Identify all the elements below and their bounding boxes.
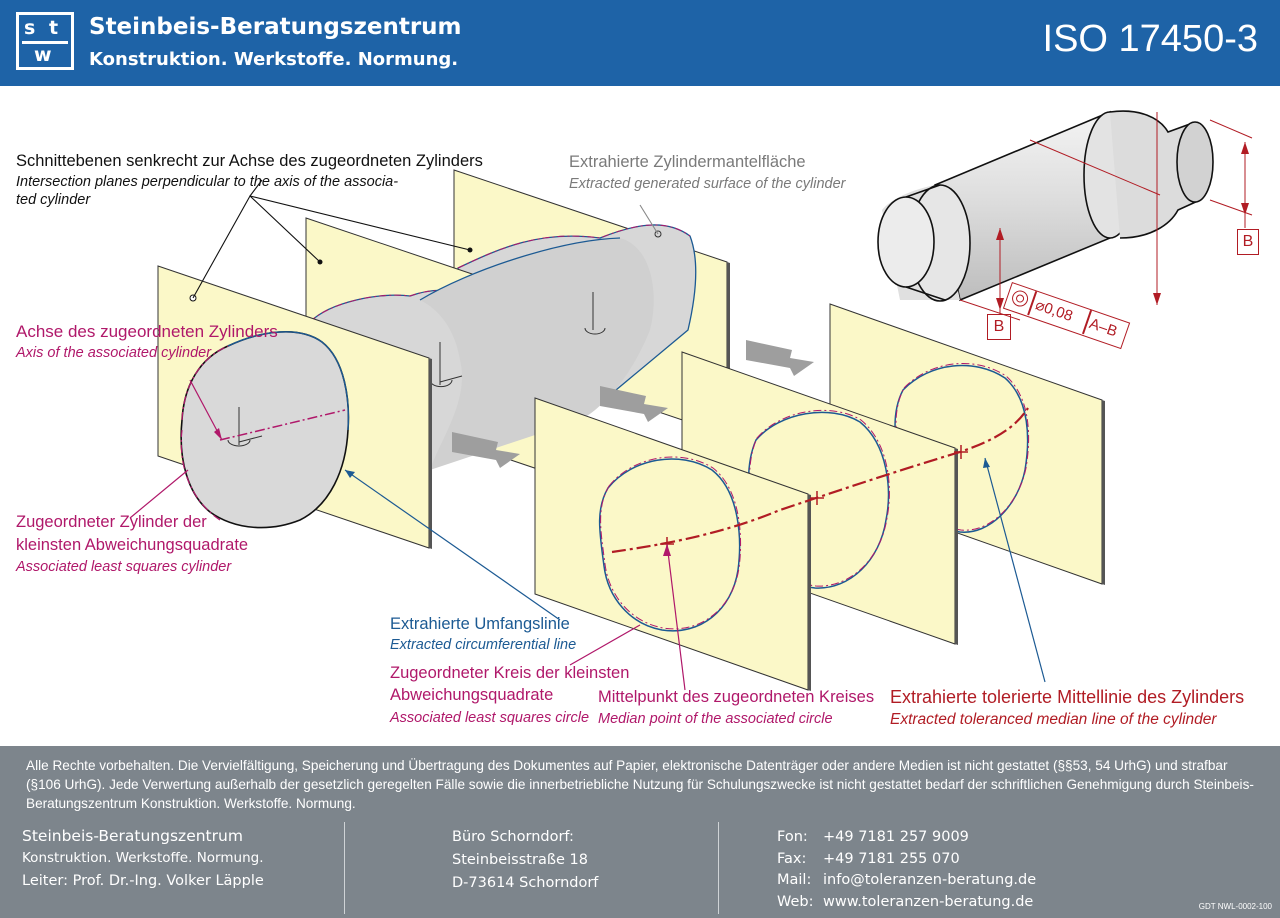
copyright-notice: Alle Rechte vorbehalten. Die Vervielfält…	[26, 758, 1254, 811]
median-line-label-en: Extracted toleranced median line of the …	[890, 711, 1217, 728]
footer-org-sub: Konstruktion. Werkstoffe. Normung.	[22, 850, 264, 866]
contact-web-link[interactable]: www.toleranzen-beratung.de	[823, 894, 1034, 910]
header-bar: s t w Steinbeis-Beratungszentrum Konstru…	[0, 0, 1280, 86]
lsq-circle-label-de-1: Zugeordneter Kreis der kleinsten	[390, 664, 630, 682]
axis-label-en: Axis of the associated cylinder	[16, 345, 212, 361]
arrow-1	[452, 432, 520, 468]
median-point-label-de: Mittelpunkt des zugeordneten Kreises	[598, 688, 875, 706]
lsq-cylinder-label-en: Associated least squares cylinder	[16, 559, 232, 575]
diagram-svg	[129, 110, 1253, 691]
lsq-circle-label-de-2: Abweichungsquadrate	[390, 686, 554, 704]
logo-bar	[22, 41, 68, 44]
extracted-cylinder-body	[420, 238, 654, 470]
footer-divider-1	[344, 822, 345, 914]
planes-label-en-1: Intersection planes perpendicular to the…	[16, 174, 399, 190]
circumferential-label-en: Extracted circumferential line	[390, 637, 577, 653]
stw-logo: s t w	[16, 12, 74, 70]
planes-label-de: Schnittebenen senkrecht zur Achse des zu…	[16, 152, 483, 170]
median-point-label-en: Median point of the associated circle	[598, 711, 833, 727]
standard-number: ISO 17450-3	[1042, 18, 1258, 60]
footer-director: Leiter: Prof. Dr.-Ing. Volker Läpple	[22, 873, 264, 889]
arrow-2	[600, 386, 668, 422]
planes-label-en-2: ted cylinder	[16, 192, 91, 208]
lsq-cylinder-label-de-1: Zugeordneter Zylinder der	[16, 513, 207, 531]
contact-email-link[interactable]: info@toleranzen-beratung.de	[823, 872, 1037, 888]
org-subtitle: Konstruktion. Werkstoffe. Normung.	[89, 49, 459, 70]
section-profile-a	[598, 458, 741, 632]
contact-label-web: Web:	[777, 894, 814, 910]
axis-label-de: Achse des zugeordneten Zylinders	[16, 322, 278, 341]
cylinder-axis	[219, 409, 346, 441]
contact-phone[interactable]: +49 7181 257 9009	[823, 829, 969, 845]
tolerance-value: ⌀0,08	[1033, 296, 1075, 326]
concentricity-icon	[1009, 288, 1031, 309]
surface-label-de: Extrahierte Zylindermantelfläche	[569, 153, 806, 171]
footer-city: D-73614 Schorndorf	[452, 875, 599, 891]
lsq-cylinder-label-de-2: kleinsten Abweichungsquadrate	[16, 536, 249, 554]
median-line-label-de: Extrahierte tolerierte Mittellinie des Z…	[890, 687, 1245, 707]
footer-divider-2	[718, 822, 719, 914]
document-code: GDT NWL-0002-100	[1198, 902, 1272, 911]
logo-letter-s: s	[24, 17, 36, 39]
footer-org-name: Steinbeis-Beratungszentrum	[22, 827, 243, 845]
contact-label-mail: Mail:	[777, 872, 812, 888]
legal-footer: Alle Rechte vorbehalten. Die Vervielfält…	[0, 746, 1280, 918]
contact-label-fax: Fax:	[777, 851, 807, 867]
footer-street: Steinbeisstraße 18	[452, 852, 588, 868]
shaft-drawing	[877, 110, 1253, 321]
logo-letter-t: t	[49, 17, 59, 39]
datum-b-box-upper: B	[1237, 229, 1259, 255]
circumferential-label-de: Extrahierte Umfangslinie	[390, 615, 570, 633]
lsq-circle-label-en: Associated least squares circle	[390, 710, 590, 726]
contact-fax: +49 7181 255 070	[823, 851, 960, 867]
datum-b-box-lower: B	[987, 314, 1011, 340]
org-title: Steinbeis-Beratungszentrum	[89, 14, 462, 40]
footer-office: Büro Schorndorf:	[452, 829, 574, 845]
diagram-area: B B ⌀0,08 A–B Schnittebenen senkrecht zu…	[0, 86, 1280, 746]
datum-reference: A–B	[1087, 315, 1120, 341]
logo-letter-w: w	[34, 44, 52, 66]
contact-label-phone: Fon:	[777, 829, 808, 845]
arrow-3	[746, 340, 814, 376]
surface-label-en: Extracted generated surface of the cylin…	[569, 176, 846, 192]
